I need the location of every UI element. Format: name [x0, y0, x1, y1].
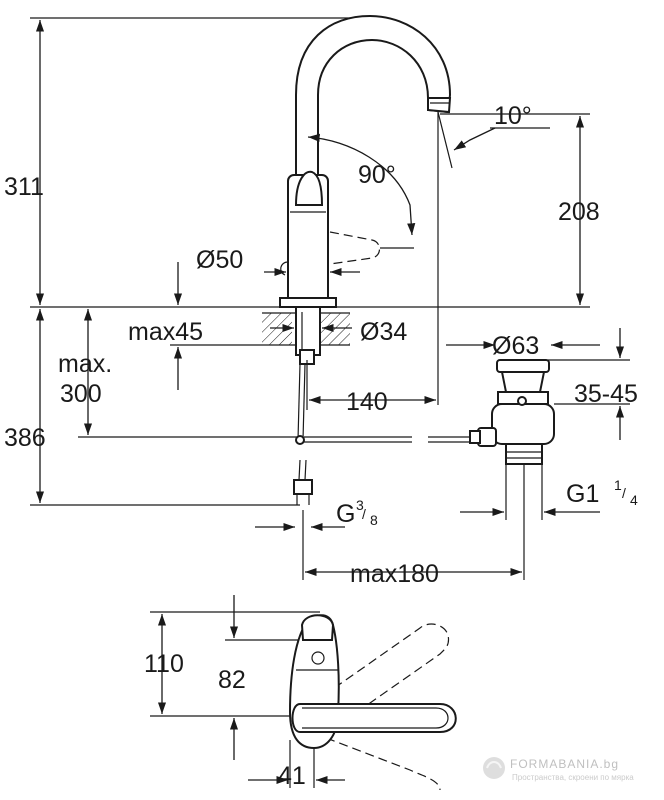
dim-max-hose-1: max.: [58, 350, 112, 378]
watermark-logo-icon: [483, 757, 505, 779]
dim-max-waste-offset: max180: [350, 560, 439, 588]
dim-diameter-hole: Ø34: [360, 318, 407, 346]
svg-text:/: /: [362, 506, 366, 522]
svg-text:/: /: [622, 485, 626, 501]
dim-thread-supply: G: [336, 500, 355, 528]
dim-max-thickness: max45: [128, 318, 203, 346]
dim-thread-supply-num: 3: [356, 497, 364, 513]
dim-angle-spout: 10°: [494, 102, 532, 130]
dim-thread-waste: G1: [566, 480, 599, 508]
watermark-brand: FORMABANIA.bg: [510, 757, 619, 771]
countertop-section: [262, 313, 292, 345]
dim-plan-depth: 110: [144, 650, 184, 678]
dim-depth-below: 386: [4, 424, 46, 452]
dim-angle-lever: 90°: [358, 161, 396, 189]
dim-height-outlet: 208: [558, 198, 600, 226]
dim-reach: 140: [346, 388, 388, 416]
dim-max-hose-2: 300: [60, 380, 102, 408]
dim-thread-waste-den: 4: [630, 492, 638, 508]
dim-thread-waste-num: 1: [614, 477, 622, 493]
dim-waste-range: 35-45: [574, 380, 638, 408]
watermark: FORMABANIA.bg Пространства, скроени по м…: [483, 757, 634, 782]
dim-plan-offset: 41: [278, 762, 306, 790]
dim-plan-lever: 82: [218, 666, 246, 694]
dim-diameter-base: Ø50: [196, 246, 243, 274]
plan-view: 110 82 41: [144, 595, 457, 791]
elevation-view: 311 386 max. 300 208 10° 90° Ø50 max45: [4, 14, 638, 588]
watermark-tagline: Пространства, скроени по мярка: [512, 773, 634, 782]
waste-fitting: [469, 359, 555, 465]
dim-thread-supply-den: 8: [370, 512, 378, 528]
dim-height-total: 311: [4, 173, 44, 201]
dim-diameter-waste: Ø63: [492, 332, 539, 360]
plan-lever: [291, 703, 457, 733]
